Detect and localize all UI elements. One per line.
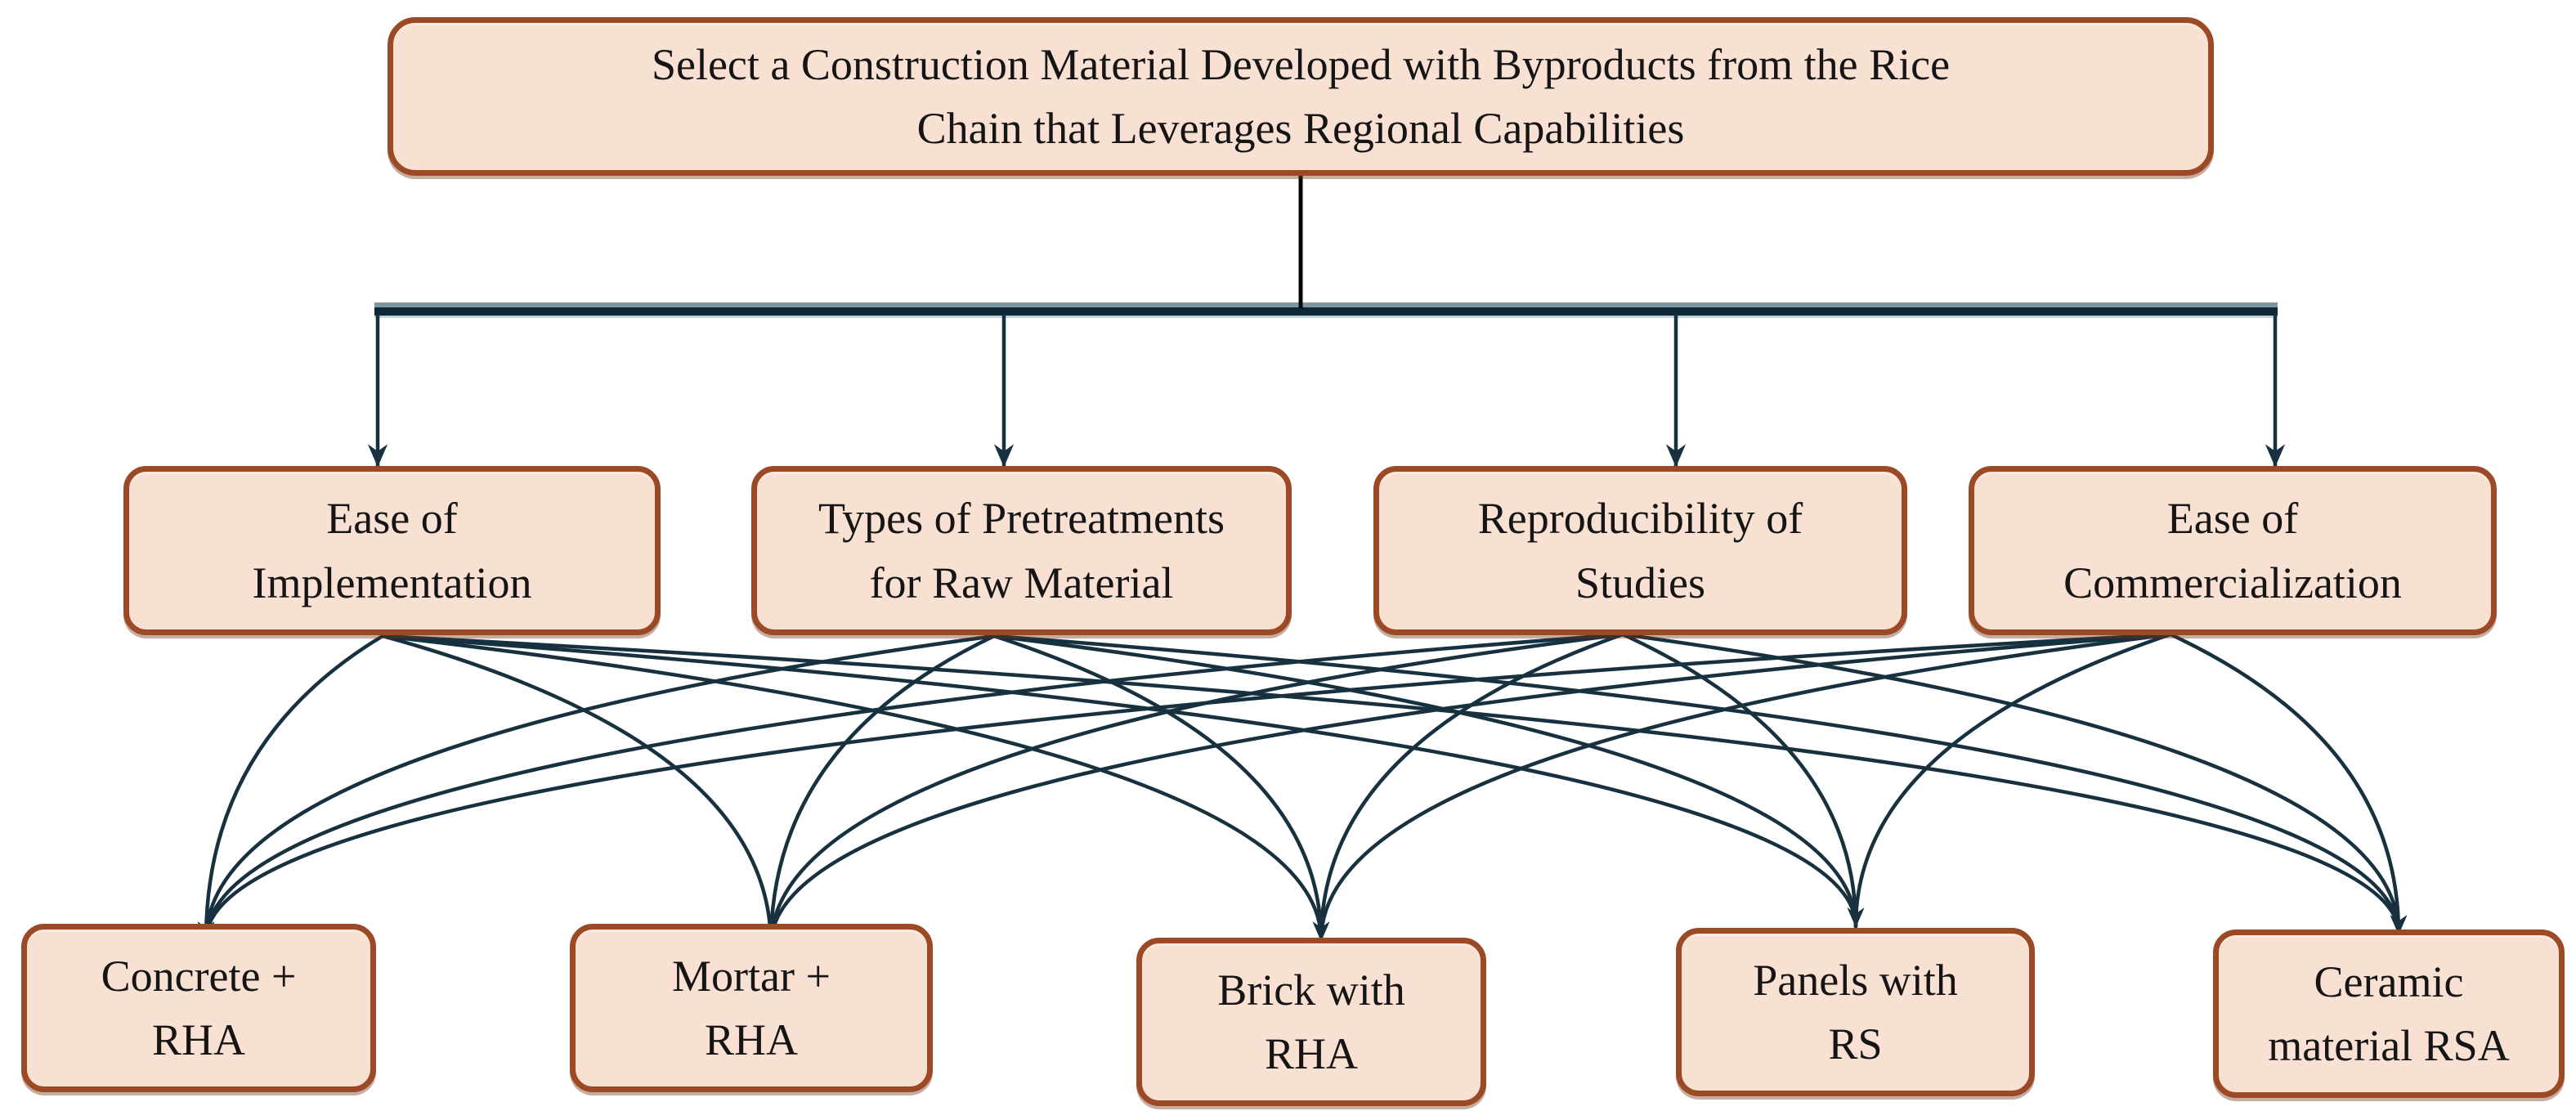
alternative-label: Brick with RHA [1217,965,1405,1078]
criterion-label: Ease of Commercialization [2063,494,2402,607]
alternative-node-mortar-rha: Mortar + RHA [570,924,933,1092]
alternative-label: Ceramic material RSA [2268,956,2510,1070]
alternative-node-ceramic-rsa: Ceramic material RSA [2213,930,2565,1098]
alternative-node-concrete-rha: Concrete + RHA [21,924,376,1092]
criterion-label: Ease of Implementation [252,494,532,607]
criterion-node-ease-of-commercialization: Ease of Commercialization [1969,466,2497,635]
goal-node: Select a Construction Material Developed… [388,17,2214,176]
criterion-label: Reproducibility of Studies [1477,494,1803,607]
goal-label: Select a Construction Material Developed… [651,39,1951,153]
alternative-node-panels-rs: Panels with RS [1676,928,2035,1096]
alternative-node-brick-rha: Brick with RHA [1136,938,1486,1106]
criterion-node-ease-of-implementation: Ease of Implementation [123,466,661,635]
alternative-label: Mortar + RHA [672,951,831,1064]
criterion-label: Types of Pretreatments for Raw Material [818,494,1225,607]
criterion-node-types-of-pretreatments: Types of Pretreatments for Raw Material [751,466,1292,635]
alternative-label: Concrete + RHA [101,951,297,1064]
alternative-label: Panels with RS [1753,955,1958,1068]
criterion-node-reproducibility-of-studies: Reproducibility of Studies [1373,466,1907,635]
